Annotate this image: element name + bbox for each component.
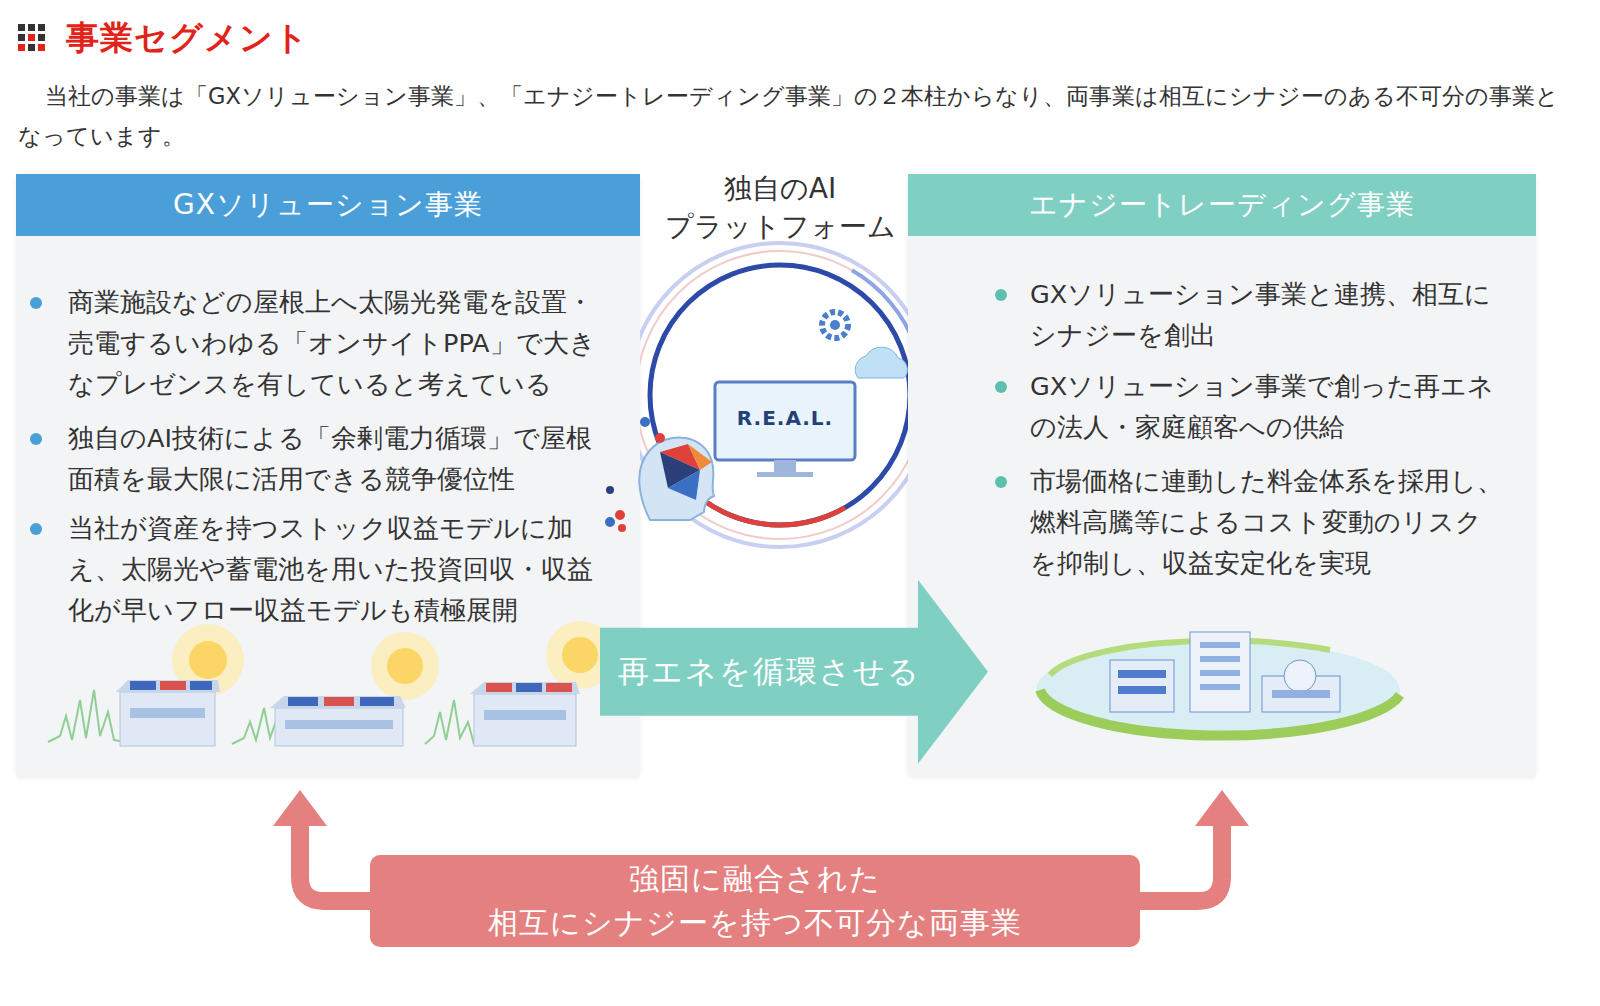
icon-square: [28, 34, 35, 41]
synergy-text: 強固に融合された 相互にシナジーを持つ不可分な両事業: [475, 857, 1035, 945]
monitor-screen: [715, 382, 855, 460]
platform-circle: 独自のAI プラットフォーム R.E.A.L.: [640, 160, 920, 640]
bullet-dot: [30, 297, 42, 309]
segment-panel: GXソリューション事業商業施設などの屋根上へ太陽光発電を設置・売電するいわゆる「…: [16, 174, 640, 778]
bullet-text: 商業施設などの屋根上へ太陽光発電を設置・売電するいわゆる「オンサイトPPA」で大…: [68, 282, 608, 405]
icon-square: [28, 24, 35, 31]
monitor-base: [757, 472, 813, 477]
icon-square: [18, 44, 25, 51]
bullet-text: 当社が資産を持つストック収益モデルに加え、太陽光や蓄電池を用いた投資回収・収益化…: [68, 508, 608, 631]
segment-heading: エナジートレーディング事業: [908, 174, 1536, 236]
arrow-head: [273, 790, 327, 826]
monitor-stand: [774, 460, 796, 473]
icon-square: [28, 44, 35, 51]
synergy-box: 強固に融合された 相互にシナジーを持つ不可分な両事業: [370, 855, 1140, 947]
bullet-dot: [995, 476, 1007, 488]
platform-heading: 独自のAI プラットフォーム: [640, 170, 920, 246]
icon-square: [38, 44, 45, 51]
segment-panel: エナジートレーディング事業 GXソリューション事業と連携、相互にシナジーを創出 GX…: [908, 174, 1536, 778]
connector: [1140, 790, 1249, 901]
title-text: 事業セグメント: [66, 16, 309, 61]
bullet-text: 市場価格に連動した料金体系を採用し、燃料高騰等によるコスト変動のリスクを抑制し、…: [1030, 461, 1506, 584]
icon-square: [38, 24, 45, 31]
arrow-label: 再エネを循環させる: [600, 628, 938, 716]
bullet-text: 独自のAI技術による「余剰電力循環」で屋根面積を最大限に活用できる競争優位性: [68, 418, 608, 500]
bullet-dot: [995, 381, 1007, 393]
segment-heading: GXソリューション事業: [16, 174, 640, 236]
elbow-connector: [300, 820, 370, 901]
bullet-dot: [30, 523, 42, 535]
inner-ring: [650, 265, 910, 525]
ring-accent: [852, 270, 915, 345]
arrow-head: [1195, 790, 1249, 826]
icon-square: [18, 34, 25, 41]
middle-ring: [640, 251, 920, 539]
bullet-text: GXソリューション事業で創った再エネの法人・家庭顧客への供給: [1030, 366, 1506, 448]
bullet-dot: [995, 289, 1007, 301]
connector: [273, 790, 370, 901]
node-dot: [640, 417, 650, 427]
platform-name: R.E.A.L.: [715, 406, 855, 430]
bullet-text: GXソリューション事業と連携、相互にシナジーを創出: [1030, 274, 1506, 356]
icon-square: [38, 34, 45, 41]
outer-ring: [640, 243, 920, 547]
intro-text: 当社の事業は「GXソリューション事業」、「エナジートレーディング事業」の２本柱か…: [18, 76, 1563, 156]
title-icon: [18, 24, 45, 51]
bullet-dot: [30, 433, 42, 445]
elbow-connector: [1140, 820, 1222, 901]
icon-square: [18, 24, 25, 31]
ring-accent: [705, 502, 845, 526]
